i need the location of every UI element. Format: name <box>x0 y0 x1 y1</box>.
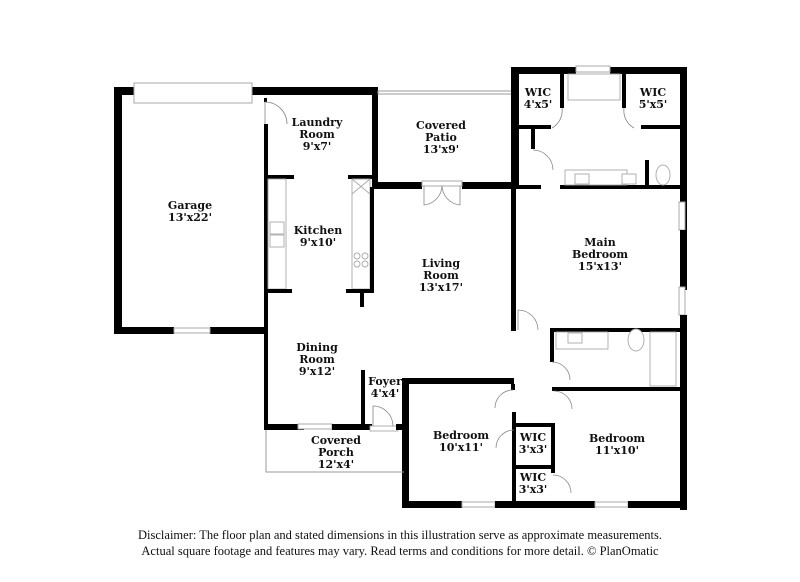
disclaimer-line-2: Actual square footage and features may v… <box>141 544 659 558</box>
patio-door[interactable] <box>423 185 461 206</box>
window <box>173 327 211 334</box>
disclaimer: Disclaimer: The floor plan and stated di… <box>0 527 800 559</box>
laundry-door[interactable] <box>264 101 288 125</box>
disclaimer-line-1: Disclaimer: The floor plan and stated di… <box>138 528 662 542</box>
garage-door <box>133 82 253 104</box>
garage-walls <box>114 87 378 334</box>
